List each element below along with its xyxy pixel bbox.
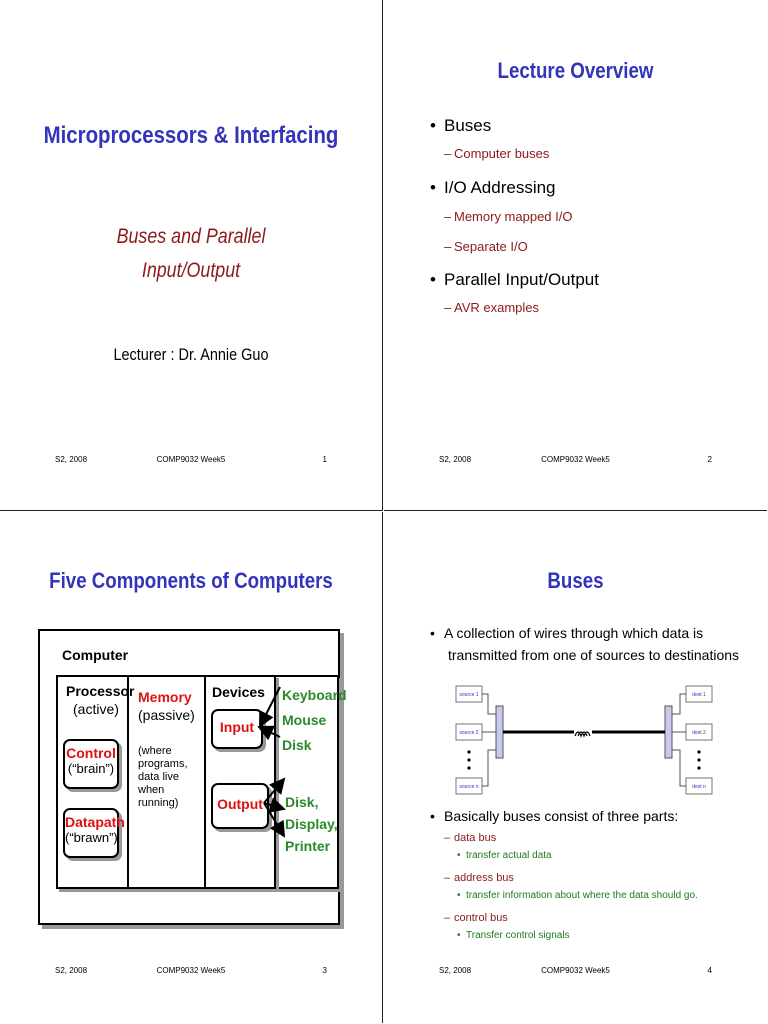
control-label: Control	[66, 745, 116, 761]
footer-course: COMP9032 Week5	[156, 966, 226, 975]
list-item: Parallel Input/Output	[426, 270, 726, 300]
output-device: Printer	[285, 838, 331, 854]
page-number: 3	[322, 966, 327, 975]
memory-desc-line: when	[138, 784, 165, 796]
bus-figure: source 1 source 2 source n dest 1 dest 2…	[455, 685, 713, 795]
slide-title: Microprocessors & Interfacing	[43, 122, 339, 149]
list-subitem: control bus	[426, 912, 756, 930]
output-device: Display,	[285, 816, 338, 832]
input-device: Disk	[282, 737, 312, 753]
divider	[127, 677, 129, 887]
input-label: Input	[219, 719, 255, 735]
lecturer: Lecturer : Dr. Annie Guo	[113, 345, 269, 364]
slide-1: Microprocessors & Interfacing Buses and …	[0, 0, 383, 511]
memory-desc-line: running)	[138, 797, 179, 809]
source-n-label: source n	[459, 784, 478, 790]
list-subitem: AVR examples	[426, 300, 726, 320]
slide-4: Buses A collection of wires through whic…	[384, 512, 767, 1023]
footer-course: COMP9032 Week5	[541, 966, 610, 975]
footer-semester: S2, 2008	[55, 966, 88, 975]
slide-title: Five Components of Computers	[49, 568, 333, 593]
footer-semester: S2, 2008	[55, 455, 88, 464]
devices-label: Devices	[212, 684, 265, 700]
processor-label: Processor	[66, 683, 135, 699]
slide-title: Lecture Overview	[497, 58, 654, 83]
datapath-label: Datapath	[65, 814, 125, 830]
bus-break	[574, 731, 591, 738]
dest-1-label: dest 1	[692, 692, 706, 698]
slide-footer: S2, 2008 COMP9032 Week5 1	[0, 455, 382, 469]
memory-note: (passive)	[138, 707, 195, 723]
list-subitem: address bus	[426, 872, 756, 890]
source-2-label: source 2	[459, 730, 478, 736]
slide-footer: S2, 2008 COMP9032 Week5 3	[0, 966, 382, 980]
memory-description: (where programs, data live when running)	[138, 745, 188, 810]
list-subitem: Memory mapped I/O	[426, 209, 726, 239]
control-box: Control (“brain”)	[63, 739, 119, 789]
list-subitem: Computer buses	[426, 146, 726, 178]
list-subsubitem: transfer information about where the dat…	[426, 890, 756, 912]
footer-course: COMP9032 Week5	[156, 455, 226, 464]
control-note: (“brain”)	[67, 761, 115, 776]
list-item: Basically buses consist of three parts:	[426, 808, 756, 832]
computer-label: Computer	[62, 647, 129, 663]
page-number: 2	[707, 455, 712, 464]
list-item: Buses	[426, 116, 726, 146]
slide-subtitle-line2: Input/Output	[141, 259, 241, 282]
input-device: Keyboard	[282, 687, 347, 703]
dest-n-label: dest n	[692, 784, 706, 790]
memory-desc-line: data live	[138, 771, 179, 783]
list-subsubitem: Transfer control signals	[426, 930, 756, 944]
bullet-line: A collection of wires through which data…	[426, 622, 746, 644]
overview-list: Buses Computer buses I/O Addressing Memo…	[426, 116, 726, 320]
slide-footer: S2, 2008 COMP9032 Week5 4	[384, 966, 767, 980]
dest-bus-interface	[664, 705, 673, 759]
source-bus-interface	[495, 705, 504, 759]
list-item: I/O Addressing	[426, 178, 726, 209]
slide-3: Five Components of Computers Computer Pr…	[0, 512, 383, 1023]
output-label: Output	[217, 796, 263, 812]
page-number: 1	[322, 455, 327, 464]
output-devices: Disk, Display, Printer	[285, 791, 338, 857]
datapath-box: Datapath (“brawn”)	[63, 808, 125, 858]
computer-diagram: Computer Processor (active) Control (“br…	[38, 629, 347, 925]
dest-2-label: dest 2	[692, 730, 706, 736]
memory-desc-line: programs,	[138, 758, 188, 770]
source-1-label: source 1	[459, 692, 478, 698]
bus-parts-list: Basically buses consist of three parts: …	[426, 808, 756, 944]
slide-subtitle-line1: Buses and Parallel	[116, 225, 266, 248]
footer-semester: S2, 2008	[439, 455, 472, 464]
datapath-note: (“brawn”)	[65, 830, 118, 845]
bullet-1: A collection of wires through which data…	[426, 622, 746, 666]
input-device: Mouse	[282, 712, 327, 728]
list-subitem: Separate I/O	[426, 239, 726, 270]
memory-label: Memory	[138, 689, 192, 705]
input-devices: Keyboard Mouse Disk	[282, 683, 347, 758]
output-device: Disk,	[285, 794, 319, 810]
footer-course: COMP9032 Week5	[541, 455, 610, 464]
page-number: 4	[707, 966, 712, 975]
footer-semester: S2, 2008	[439, 966, 472, 975]
processor-note: (active)	[73, 701, 119, 717]
computer-inner-box: Processor (active) Control (“brain”) Dat…	[56, 675, 339, 889]
slide-title: Buses	[547, 568, 604, 593]
output-box: Output	[211, 783, 269, 829]
slide-footer: S2, 2008 COMP9032 Week5 2	[384, 455, 767, 469]
bullet-line: transmitted from one of sources to desti…	[448, 647, 740, 663]
list-subitem: data bus	[426, 832, 756, 850]
list-subsubitem: transfer actual data	[426, 850, 756, 872]
memory-desc-line: (where	[138, 745, 172, 757]
slide-2: Lecture Overview Buses Computer buses I/…	[384, 0, 767, 511]
device-arrows	[257, 686, 286, 838]
